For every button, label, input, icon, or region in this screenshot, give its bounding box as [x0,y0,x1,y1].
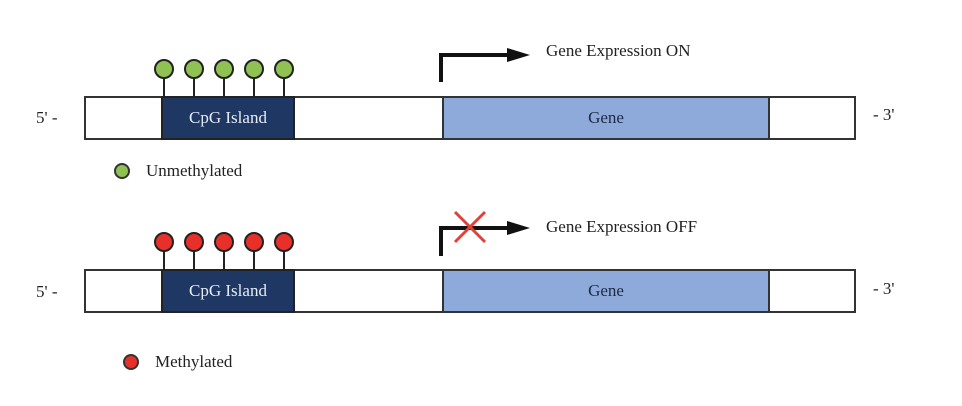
unmethylated-site-icon [244,59,264,79]
arrowhead-icon [507,221,530,235]
unmethylated-dot-icon [114,163,130,179]
gene-region: Gene [442,96,770,140]
unmethylated-site-icon [274,59,294,79]
dna-strand: CpG Island Gene [84,96,856,140]
arrowhead-icon [507,48,530,62]
methylated-site-icon [244,232,264,252]
legend-methylated: Methylated [123,352,232,372]
transcription-arrow-off [439,210,530,256]
x-stroke [453,210,487,244]
legend-label: Methylated [155,352,233,371]
three-prime-label: - 3' [873,105,895,124]
dna-strand: CpG Island Gene [84,269,856,313]
x-block-icon [453,210,487,244]
transcription-arrow-on [439,48,530,82]
unmethylated-site-icon [184,59,204,79]
cpg-sites-methylated [154,232,294,270]
expression-label: Gene Expression OFF [546,217,698,236]
methylated-site-icon [214,232,234,252]
legend-unmethylated: Unmethylated [114,161,242,181]
unmethylated-site-icon [154,59,174,79]
methylated-site-icon [274,232,294,252]
methylated-site-icon [184,232,204,252]
cpg-island: CpG Island [161,269,295,313]
cpg-island: CpG Island [161,96,295,140]
legend-label: Unmethylated [146,161,243,180]
methylated-dot-icon [123,354,139,370]
three-prime-label: - 3' [873,279,895,298]
gene-region: Gene [442,269,770,313]
expression-label: Gene Expression ON [546,41,691,60]
unmethylated-site-icon [214,59,234,79]
five-prime-label: 5' - [36,108,58,127]
cpg-sites-unmethylated [154,59,294,97]
methylated-site-icon [154,232,174,252]
five-prime-label: 5' - [36,282,58,301]
